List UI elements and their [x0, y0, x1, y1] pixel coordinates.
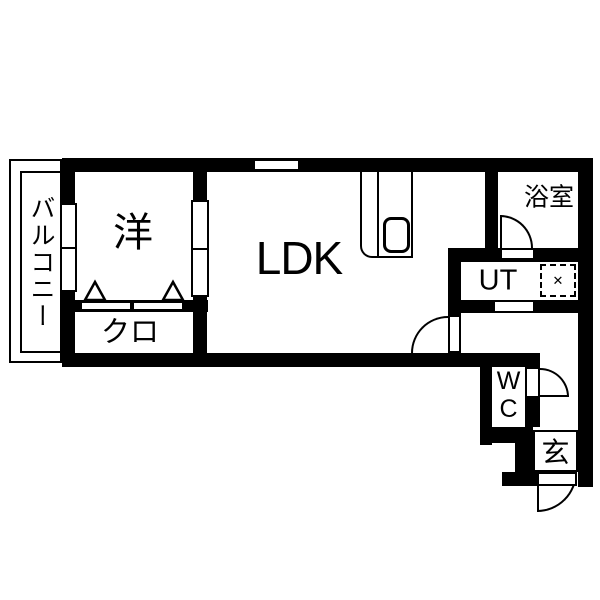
entrance-door-leaf — [537, 472, 577, 486]
wall-right-outer — [578, 158, 593, 487]
utility-door-opening — [495, 300, 533, 313]
wall-wc-right-lower — [525, 396, 540, 427]
closet-door-panel-left — [80, 301, 132, 311]
slide-marker-triangle — [160, 279, 186, 302]
bath-door-leaf — [500, 248, 535, 260]
wc-door-leaf — [525, 367, 540, 398]
balcony-label: バルコニー — [27, 194, 55, 330]
closet-label: クロ — [100, 316, 160, 349]
bath-door-arc — [500, 215, 533, 248]
kitchen-sink — [383, 217, 410, 253]
ldk-label: LDK — [255, 232, 343, 284]
wall-utility-left — [448, 248, 461, 315]
slide-marker-triangle — [82, 279, 108, 302]
washer-area: ✕ — [540, 264, 576, 297]
wall-entrance-left — [515, 443, 533, 472]
genkan-label: 玄 — [541, 437, 570, 468]
genkan-box: 玄 — [533, 430, 578, 472]
wall-wc-bottom — [480, 427, 533, 443]
kitchen-counter-divider — [377, 172, 379, 256]
window-western-ldk — [191, 200, 209, 297]
wall-bottom-main — [62, 353, 540, 367]
window-western-balcony — [60, 203, 77, 292]
window-sash-line — [62, 246, 75, 249]
wall-entrance-bottom — [502, 472, 537, 486]
wall-wc-left — [480, 353, 492, 445]
sliding-door-markers — [82, 279, 186, 302]
bath-label: 浴室 — [523, 183, 575, 212]
closet-door-panel-right — [132, 301, 184, 311]
western-room-label: 洋 — [113, 211, 153, 255]
wall-top — [62, 158, 593, 172]
wall-wc-right-upper — [525, 353, 540, 368]
washer-mark: ✕ — [552, 272, 564, 288]
wall-ldk-bath — [485, 172, 498, 262]
wall-left-upper — [62, 158, 75, 205]
wall-western-ldk-upper — [193, 158, 207, 202]
ldk-door-leaf — [448, 315, 461, 353]
balcony-inner: バルコニー — [20, 171, 62, 353]
window-ldk-north — [253, 159, 300, 171]
utility-label: UT — [478, 264, 518, 297]
wc-door-arc — [540, 368, 569, 397]
window-sash-line — [193, 247, 207, 250]
wc-label: WC — [494, 367, 523, 423]
ldk-door-arc — [411, 316, 448, 353]
